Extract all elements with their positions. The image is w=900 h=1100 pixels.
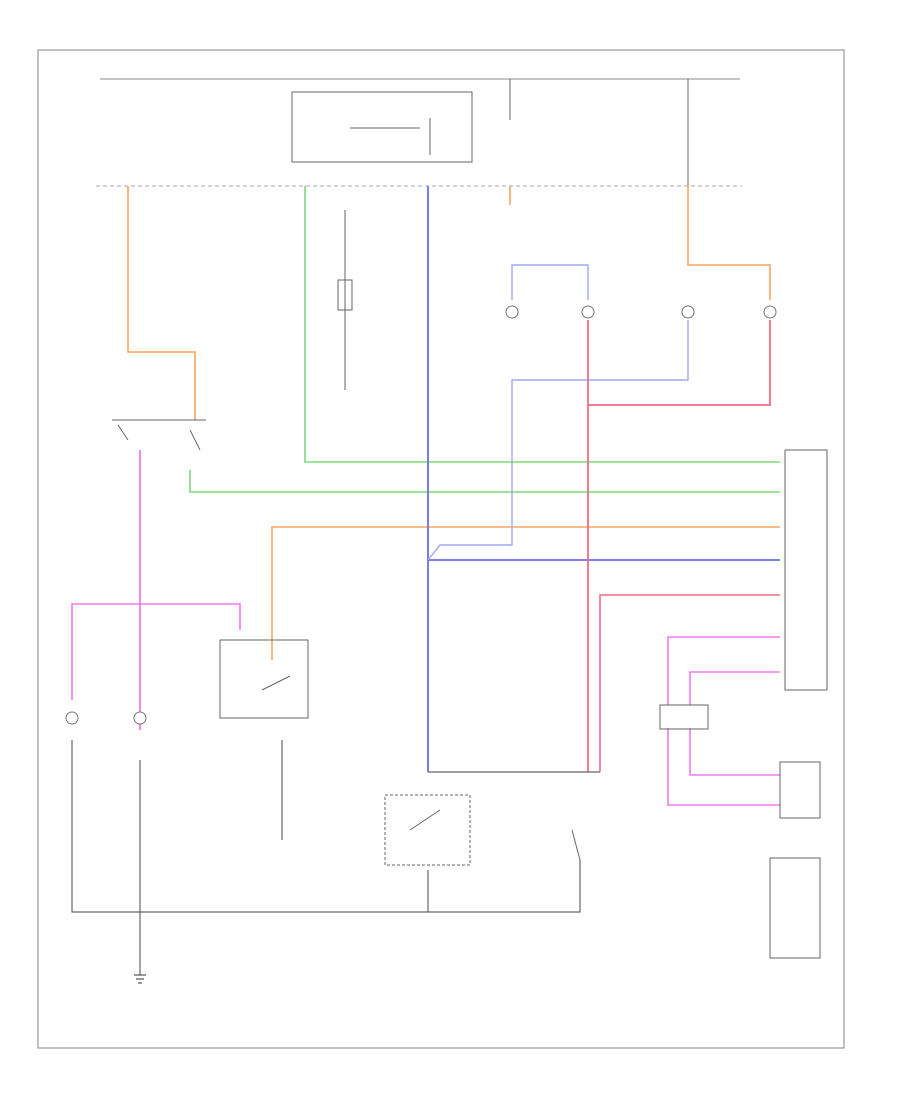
red-circuit bbox=[587, 320, 780, 772]
magenta-wire-cluster-3 bbox=[667, 728, 780, 806]
headlamp-switch-box bbox=[384, 794, 471, 866]
fog-lamps bbox=[65, 711, 147, 725]
green-circuit bbox=[189, 186, 780, 493]
fog-lamp-relay-box bbox=[219, 639, 309, 719]
light-blue-wire-left-hl bbox=[511, 264, 589, 300]
body-control-module-box bbox=[784, 449, 828, 691]
instrument-cluster-connector bbox=[779, 761, 821, 819]
ground-g1 bbox=[134, 974, 146, 984]
magenta-wire-fog-feed bbox=[71, 603, 241, 700]
black-circuit bbox=[71, 210, 600, 975]
instrument-cluster-box bbox=[769, 857, 821, 959]
orange-wire-fog bbox=[271, 526, 780, 660]
magenta-wire-cluster-2 bbox=[689, 671, 780, 705]
magenta-wire-cluster-1 bbox=[667, 636, 780, 705]
headlamp-switch-contact bbox=[409, 809, 441, 831]
orange-circuit bbox=[127, 186, 780, 660]
light-blue-wire-drl bbox=[427, 320, 689, 561]
right-headlamp-low-lamp bbox=[763, 305, 777, 319]
multifunction-switch-box bbox=[291, 91, 473, 163]
red-wire-bcm bbox=[599, 594, 780, 772]
left-headlamp-high-lamp bbox=[505, 305, 519, 319]
fog-relay-contact bbox=[261, 675, 291, 691]
black-wire-bottom bbox=[71, 740, 581, 913]
left-headlamp-low-lamp bbox=[581, 305, 595, 319]
light-sensor-box bbox=[659, 704, 709, 730]
dimmer-switch-contact-1 bbox=[117, 424, 129, 441]
headlamps bbox=[505, 305, 777, 319]
diagram-frame bbox=[37, 49, 845, 1049]
right-fog-lamp bbox=[133, 711, 147, 725]
orange-wire-left bbox=[127, 186, 196, 420]
flash-to-pass-contact bbox=[571, 829, 581, 861]
magenta-circuit bbox=[71, 450, 780, 806]
orange-wire-right bbox=[687, 186, 771, 300]
right-headlamp-high-lamp bbox=[681, 305, 695, 319]
left-fog-lamp bbox=[65, 711, 79, 725]
green-wire-1 bbox=[304, 186, 780, 463]
red-wire-right-hl bbox=[588, 320, 771, 406]
dimmer-switch-contact-2 bbox=[189, 429, 201, 451]
green-wire-2 bbox=[189, 470, 780, 493]
drl-module-resistor bbox=[337, 279, 353, 311]
magenta-wire-cluster-4 bbox=[689, 728, 780, 776]
blue-circuit bbox=[427, 186, 780, 772]
